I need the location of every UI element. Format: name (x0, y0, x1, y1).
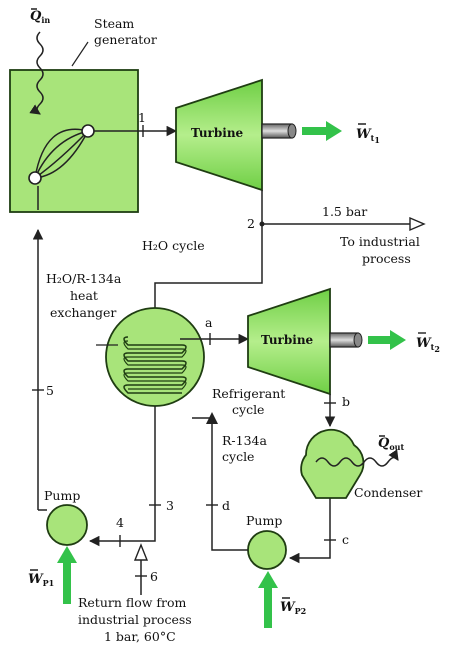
state-5-label: 5 (46, 383, 54, 398)
return-flow-label-3: 1 bar, 60°C (104, 629, 176, 644)
w-p1-label: WP1 (28, 572, 54, 588)
return-flow-label-2: industrial process (78, 612, 192, 627)
to-industrial-label-2: process (362, 251, 411, 266)
heat-exchanger-label-2: heat (70, 288, 98, 303)
state-a-label: a (205, 315, 213, 330)
steam-generator (9, 69, 139, 213)
turbine-top-label: Turbine (191, 126, 244, 140)
pump-work-arrow-1 (57, 546, 77, 604)
state-b-label: b (342, 394, 350, 409)
state-6-label: 6 (150, 569, 158, 584)
refrigerant-label-2: cycle (232, 402, 264, 417)
pressure-label: 1.5 bar (322, 204, 367, 219)
work-output-arrow-2 (368, 330, 406, 350)
r134a-label-2: cycle (222, 449, 254, 464)
refrigerant-label-1: Refrigerant (212, 386, 285, 401)
q-in-label: Qin (30, 9, 50, 25)
steam-generator-label-1: Steam (94, 16, 134, 31)
state-4-label: 4 (116, 515, 124, 530)
heat-exchanger-label-1: H₂O/R-134a (46, 271, 122, 286)
turbine-bottom-label: Turbine (261, 333, 314, 347)
w-p2-label: WP2 (280, 600, 306, 616)
condenser-label: Condenser (354, 485, 422, 500)
state-3-label: 3 (166, 498, 174, 513)
heat-exchanger (105, 307, 205, 407)
return-flow-label-1: Return flow from (78, 595, 187, 610)
r134a-label-1: R-134a (222, 433, 267, 448)
to-industrial-label-1: To industrial (340, 234, 420, 249)
pump-right-label: Pump (246, 513, 282, 528)
state-d-label: d (222, 498, 230, 513)
turbine-bottom (247, 287, 363, 396)
h2o-cycle-label: H₂O cycle (142, 238, 205, 253)
condenser (300, 428, 399, 499)
q-out-label: Qout (378, 436, 404, 452)
state-c-label: c (342, 532, 349, 547)
state-2-label: 2 (247, 216, 255, 231)
state-1-label: 1 (138, 110, 146, 125)
steam-generator-label-2: generator (94, 32, 157, 47)
pump-right (247, 530, 287, 570)
pump-left-label: Pump (44, 488, 80, 503)
heat-input-arrow (29, 31, 44, 115)
w-t2-label: Wt2 (416, 336, 440, 354)
pump-left (46, 504, 88, 546)
pump-work-arrow-2 (258, 571, 278, 628)
w-t1-label: Wt1 (356, 127, 380, 145)
work-output-arrow-1 (302, 121, 342, 141)
heat-exchanger-label-3: exchanger (50, 305, 116, 320)
